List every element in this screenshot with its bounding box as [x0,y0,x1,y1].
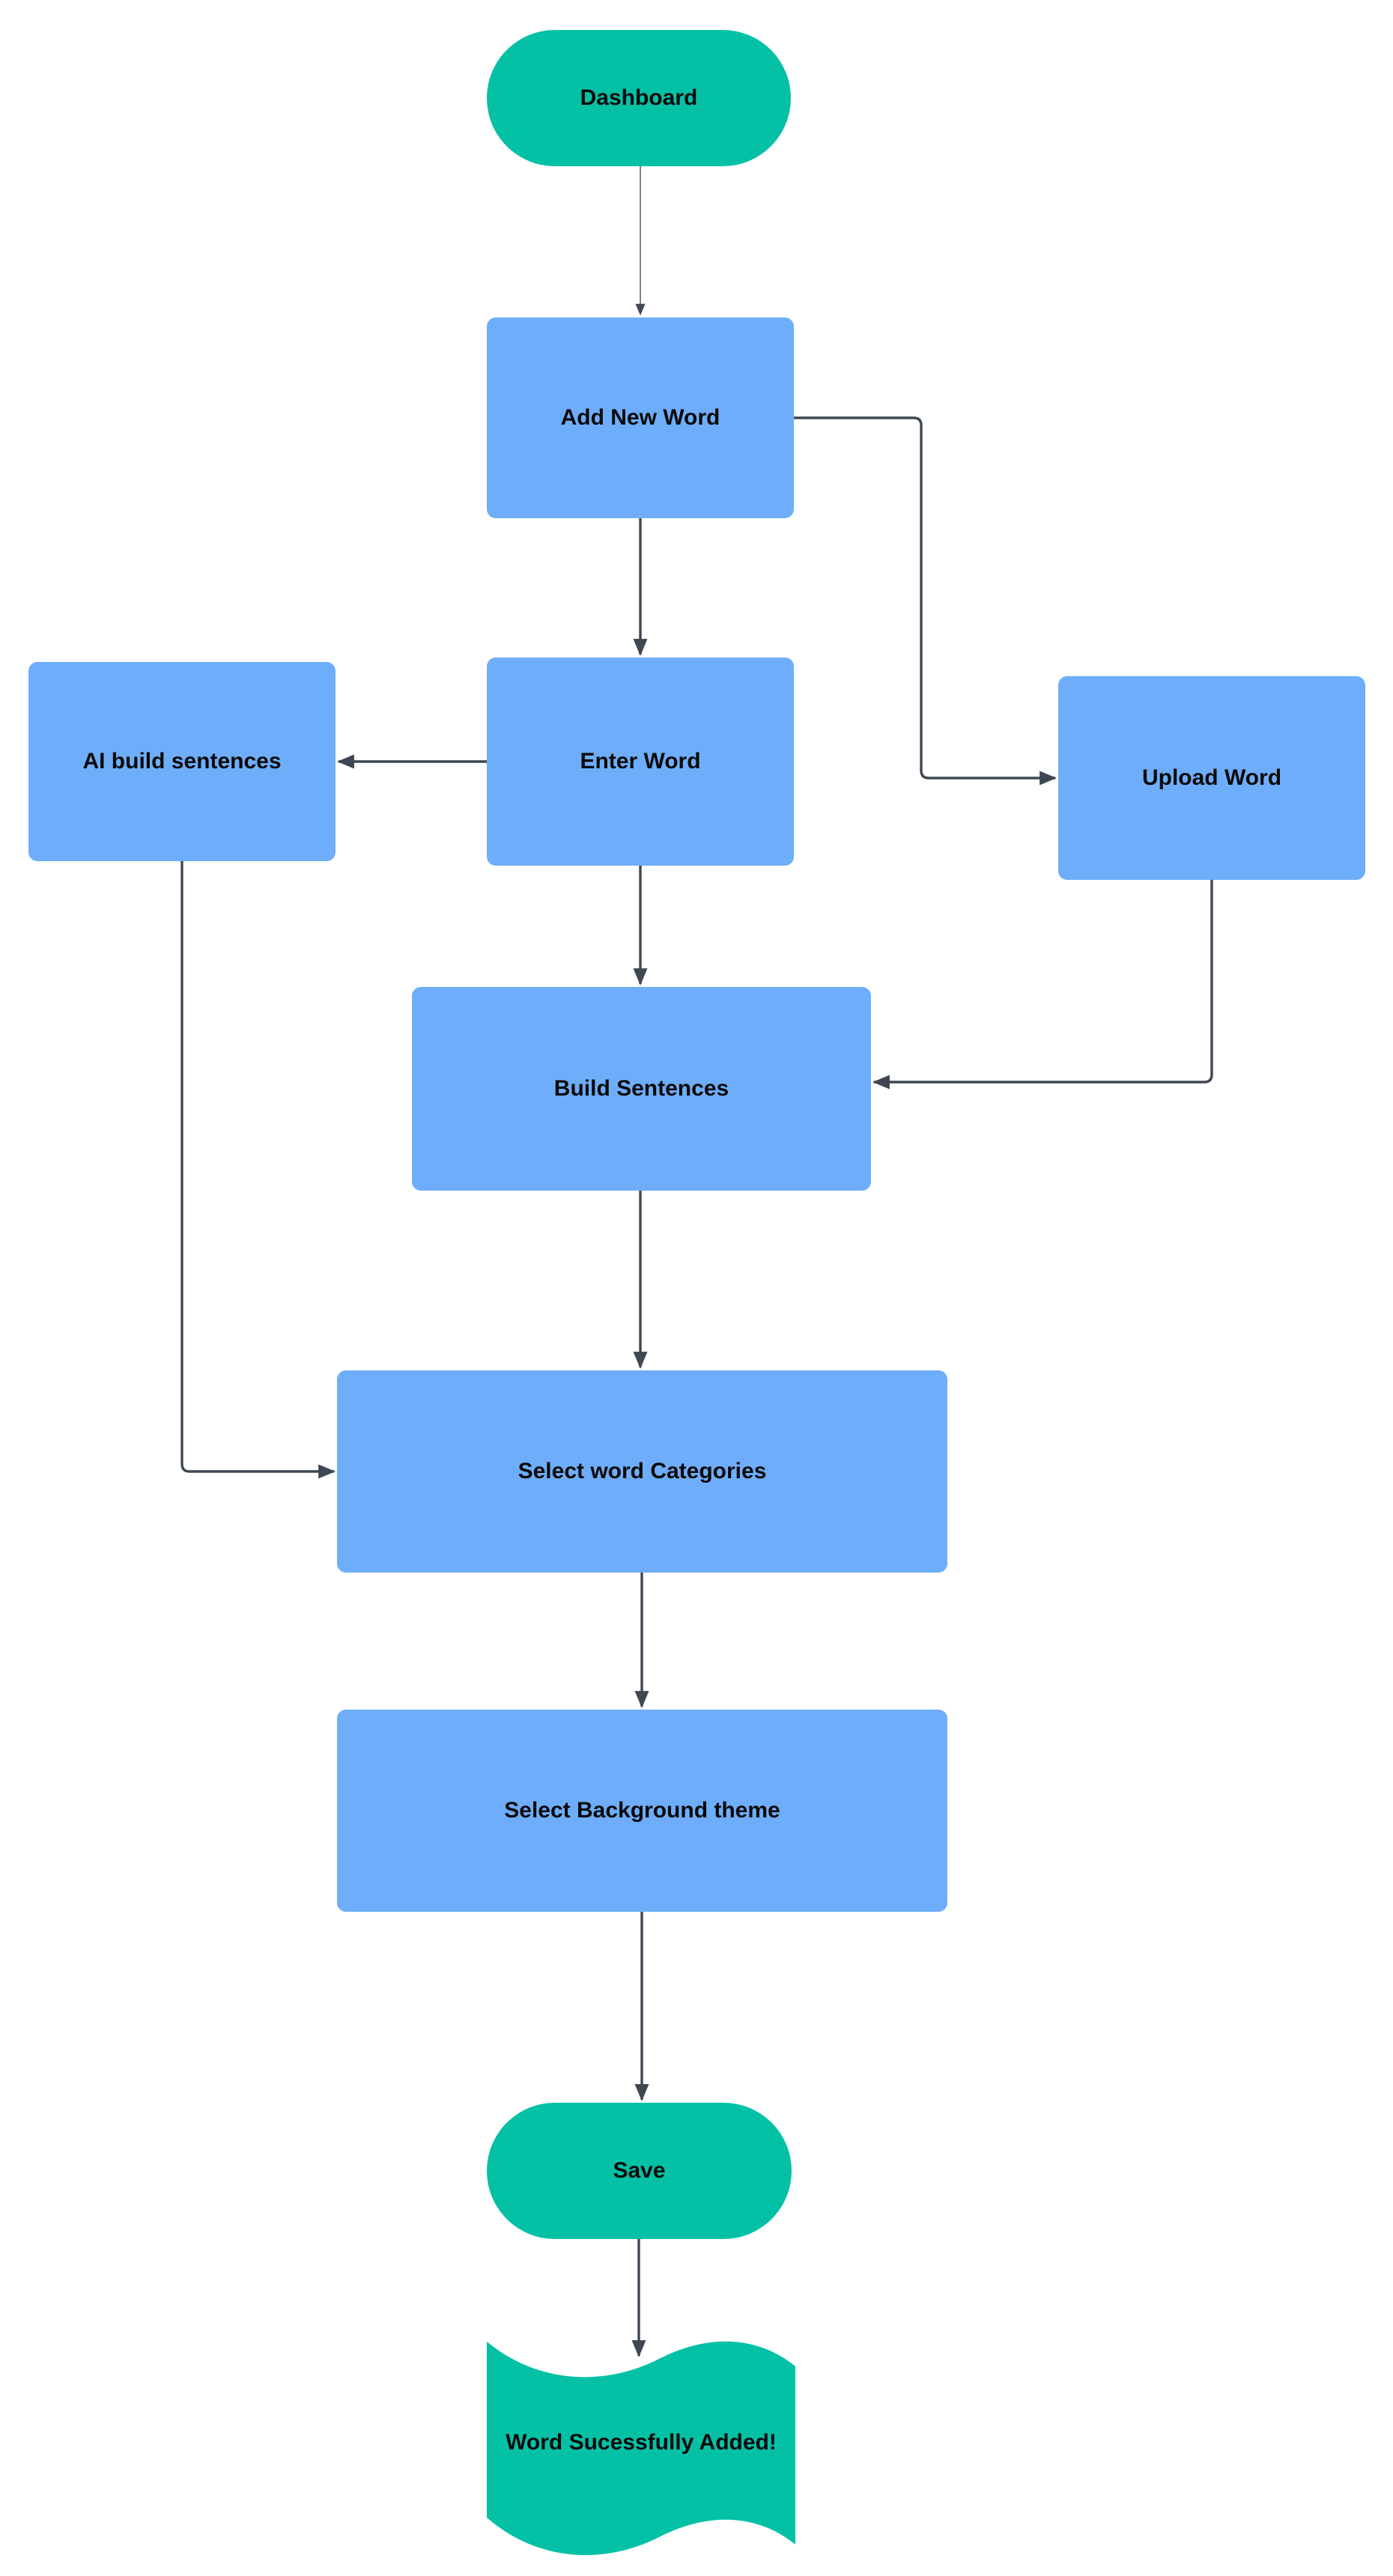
node-add-new-word[interactable]: Add New Word [487,318,794,518]
node-select-word-categories[interactable]: Select word Categories [337,1370,947,1573]
edge-layer [180,166,1213,2357]
node-select-background-theme[interactable]: Select Background theme [337,1710,947,1912]
edge-add-new-word-to-upload-word[interactable] [794,416,1057,786]
node-label-upload-word: Upload Word [1141,765,1282,790]
node-label-dashboard: Dashboard [580,85,698,110]
node-ai-build-sentences[interactable]: AI build sentences [28,662,336,861]
node-label-build-sentences: Build Sentences [553,1076,729,1101]
node-label-enter-word: Enter Word [580,749,701,774]
node-label-save: Save [613,2158,666,2183]
node-label-select-background-theme: Select Background theme [504,1798,780,1823]
node-label-add-new-word: Add New Word [560,405,720,430]
node-save[interactable]: Save [487,2103,792,2239]
node-label-word-added: Word Sucessfully Added! [506,2430,777,2455]
edge-upload-word-to-build-sentences[interactable] [872,880,1213,1090]
node-build-sentences[interactable]: Build Sentences [412,987,871,1191]
node-upload-word[interactable]: Upload Word [1058,676,1365,880]
node-enter-word[interactable]: Enter Word [487,657,794,866]
node-label-ai-build-sentences: AI build sentences [82,749,282,774]
edge-ai-build-sentences-to-select-word-categories[interactable] [180,861,336,1479]
node-dashboard[interactable]: Dashboard [487,30,791,166]
node-word-added[interactable] [487,2341,795,2556]
node-label-select-word-categories: Select word Categories [518,1459,767,1483]
shape-layer [487,2341,795,2556]
